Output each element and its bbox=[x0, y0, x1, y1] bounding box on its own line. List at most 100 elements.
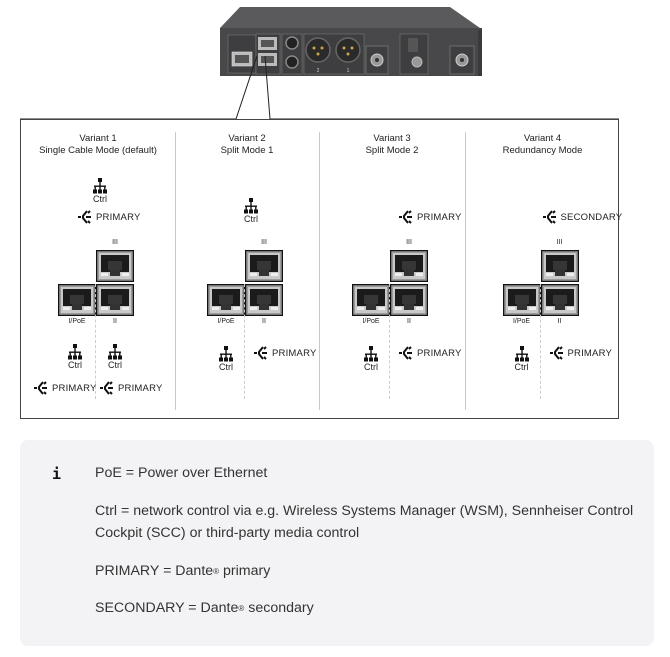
dante-icon bbox=[78, 210, 96, 224]
svg-text:1: 1 bbox=[347, 68, 350, 74]
ctrl-block: Ctrl bbox=[85, 178, 115, 204]
network-tree-icon bbox=[211, 346, 241, 362]
port-label: I/PoE bbox=[512, 318, 531, 325]
port-label: III bbox=[112, 239, 118, 246]
dante-block: PRIMARY bbox=[399, 346, 462, 360]
network-tree-icon bbox=[356, 346, 386, 362]
dante-icon bbox=[254, 346, 272, 360]
jack-1 bbox=[285, 36, 299, 50]
port-iii bbox=[244, 249, 284, 283]
port-separator bbox=[95, 284, 96, 399]
port-i-poe bbox=[57, 283, 97, 317]
ctrl-label: Ctrl bbox=[93, 194, 107, 204]
legend-poe: PoE = Power over Ethernet bbox=[95, 465, 268, 481]
ctrl-label: Ctrl bbox=[514, 362, 529, 372]
column-divider bbox=[175, 132, 176, 410]
dante-block: PRIMARY bbox=[100, 381, 163, 395]
variant-number: Variant 2 bbox=[228, 133, 266, 144]
power-lock bbox=[408, 38, 418, 52]
info-box: i PoE = Power over Ethernet Ctrl = netwo… bbox=[20, 440, 654, 646]
port-label: III bbox=[406, 239, 412, 246]
ctrl-label: Ctrl bbox=[219, 362, 233, 372]
device-rear-panel: 2 1 bbox=[20, 7, 619, 120]
port-ii bbox=[540, 283, 579, 317]
variant-mode: Redundancy Mode bbox=[502, 145, 583, 156]
variant-number: Variant 4 bbox=[523, 133, 562, 144]
dante-icon bbox=[542, 210, 561, 224]
network-tree-icon bbox=[85, 178, 115, 194]
svg-text:2: 2 bbox=[317, 68, 320, 74]
dante-block: PRIMARY bbox=[34, 381, 97, 395]
legend-ctrl: Ctrl = network control via e.g. Wireless… bbox=[95, 503, 634, 541]
port-iii bbox=[540, 249, 579, 283]
ctrl-block: Ctrl bbox=[356, 346, 386, 372]
dante-label: PRIMARY bbox=[417, 347, 462, 359]
column-divider bbox=[319, 132, 320, 410]
dante-label: PRIMARY bbox=[118, 382, 163, 394]
port-label: III bbox=[261, 239, 267, 246]
dante-block: PRIMARY bbox=[399, 210, 462, 224]
jack-2 bbox=[285, 55, 299, 69]
port-label: II bbox=[557, 318, 562, 325]
port-ii bbox=[95, 283, 135, 317]
power-socket bbox=[411, 56, 423, 68]
dante-label: PRIMARY bbox=[417, 211, 462, 223]
variant-mode: Split Mode 2 bbox=[365, 145, 419, 156]
dante-icon bbox=[399, 346, 417, 360]
port-ii bbox=[389, 283, 429, 317]
dante-label: PRIMARY bbox=[272, 347, 317, 359]
dante-block: SECONDARY bbox=[542, 210, 623, 224]
dante-label: SECONDARY bbox=[560, 211, 623, 223]
variant-mode: Single Cable Mode (default) bbox=[39, 145, 157, 156]
port-ii bbox=[244, 283, 284, 317]
port-separator bbox=[389, 284, 390, 399]
port-separator bbox=[244, 284, 245, 399]
port-iii bbox=[389, 249, 429, 283]
ctrl-label: Ctrl bbox=[244, 214, 258, 224]
ctrl-block: Ctrl bbox=[507, 346, 537, 372]
network-tree-icon bbox=[60, 344, 90, 360]
ctrl-label: Ctrl bbox=[364, 362, 378, 372]
variant-number: Variant 3 bbox=[373, 133, 411, 144]
port-label: I/PoE bbox=[362, 318, 380, 325]
legend-primary: PRIMARY = Dante® primary bbox=[95, 563, 271, 579]
port-label: I/PoE bbox=[217, 318, 235, 325]
port-label: I/PoE bbox=[68, 318, 86, 325]
network-tree-icon bbox=[507, 346, 537, 362]
port-label: II bbox=[262, 318, 266, 325]
port-label: II bbox=[113, 318, 117, 325]
network-tree-icon bbox=[236, 198, 266, 214]
port-i-poe bbox=[206, 283, 246, 317]
column-divider bbox=[465, 132, 466, 410]
dante-icon bbox=[549, 346, 568, 360]
dante-block: PRIMARY bbox=[78, 210, 141, 224]
ctrl-block: Ctrl bbox=[100, 344, 130, 370]
dante-icon bbox=[399, 210, 417, 224]
ctrl-label: Ctrl bbox=[108, 360, 122, 370]
ctrl-block: Ctrl bbox=[60, 344, 90, 370]
dante-block: PRIMARY bbox=[549, 346, 613, 360]
dante-label: PRIMARY bbox=[96, 211, 141, 223]
xlr-1 bbox=[335, 37, 361, 63]
xlr-2 bbox=[305, 37, 331, 63]
variant-mode: Split Mode 1 bbox=[220, 145, 274, 156]
legend-secondary: SECONDARY = Dante® secondary bbox=[95, 600, 314, 616]
dante-label: PRIMARY bbox=[567, 347, 613, 359]
port-label: III bbox=[556, 239, 563, 246]
ctrl-block: Ctrl bbox=[236, 198, 266, 224]
port-i-poe bbox=[351, 283, 391, 317]
network-tree-icon bbox=[100, 344, 130, 360]
ctrl-block: Ctrl bbox=[211, 346, 241, 372]
variant-number: Variant 1 bbox=[79, 133, 117, 144]
port-separator bbox=[539, 284, 541, 399]
dante-label: PRIMARY bbox=[52, 382, 97, 394]
dante-block: PRIMARY bbox=[254, 346, 317, 360]
